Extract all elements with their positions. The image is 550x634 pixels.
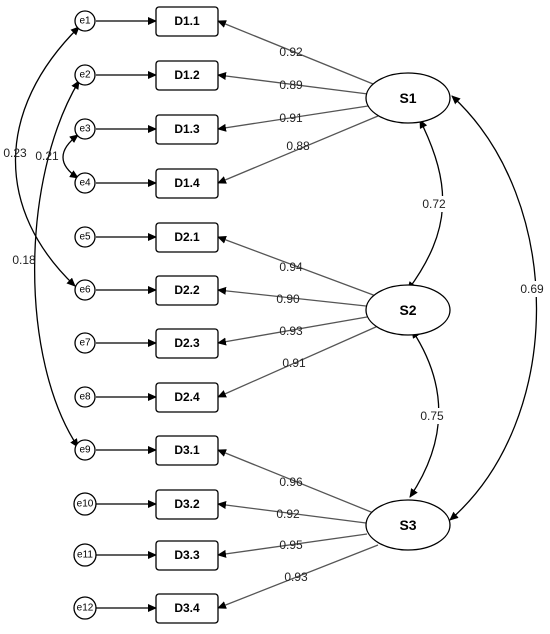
loading-label: 0.90 bbox=[276, 292, 300, 306]
correlation-label-s1-s3: 0.69 bbox=[520, 282, 544, 296]
loading-label: 0.91 bbox=[279, 111, 303, 125]
loading-label: 0.92 bbox=[279, 45, 303, 59]
correlation-label-s2-s3: 0.75 bbox=[420, 409, 444, 423]
indicator-label: D2.2 bbox=[174, 283, 200, 297]
indicator-label: D1.1 bbox=[174, 14, 200, 28]
loading-label: 0.96 bbox=[279, 475, 303, 489]
error-node-e9 bbox=[74, 439, 96, 461]
error-label: e2 bbox=[79, 70, 91, 81]
loading-labels: 0.92 0.89 0.91 0.88 0.94 0.90 0.93 0.91 … bbox=[276, 45, 310, 584]
error-nodes bbox=[73, 10, 97, 620]
error-node-e10 bbox=[73, 492, 97, 516]
error-node-e11 bbox=[73, 543, 97, 567]
factor-nodes bbox=[365, 72, 451, 551]
error-label: e10 bbox=[77, 499, 94, 510]
indicator-label: D3.4 bbox=[174, 601, 200, 615]
error-label: e12 bbox=[77, 603, 94, 614]
indicator-box-d2-4 bbox=[155, 382, 219, 413]
indicator-label: D1.2 bbox=[174, 68, 200, 82]
indicator-labels: D1.1 D1.2 D1.3 D1.4 D2.1 D2.2 D2.3 D2.4 … bbox=[174, 14, 200, 615]
error-arrows bbox=[96, 17, 157, 612]
indicator-box-d1-2 bbox=[155, 60, 219, 91]
factor-node-s1 bbox=[365, 72, 451, 124]
indicator-box-d3-4 bbox=[155, 593, 219, 624]
error-label: e8 bbox=[79, 392, 91, 403]
correlation-label-s1-s2: 0.72 bbox=[422, 197, 446, 211]
loading-label: 0.93 bbox=[279, 324, 303, 338]
error-node-e1 bbox=[74, 10, 96, 32]
error-label: e5 bbox=[79, 232, 91, 243]
covariance-label-e2-e9: 0.18 bbox=[12, 253, 36, 267]
indicator-box-d3-1 bbox=[155, 435, 219, 466]
covariance-label-e1-e6: 0.23 bbox=[3, 146, 27, 160]
factor-labels: S1 S2 S3 bbox=[399, 90, 416, 533]
error-node-e4 bbox=[74, 172, 96, 194]
indicator-label: D3.2 bbox=[174, 497, 200, 511]
loading-label: 0.94 bbox=[279, 260, 303, 274]
loading-label: 0.95 bbox=[279, 538, 303, 552]
indicator-box-d2-3 bbox=[155, 328, 219, 359]
indicator-box-d3-3 bbox=[155, 540, 219, 571]
error-node-e6 bbox=[74, 279, 96, 301]
loading-label: 0.88 bbox=[286, 139, 310, 153]
indicator-label: D1.4 bbox=[174, 176, 200, 190]
error-node-e2 bbox=[74, 64, 96, 86]
loading-label: 0.92 bbox=[276, 507, 300, 521]
factor-node-s2 bbox=[365, 284, 451, 336]
error-node-e3 bbox=[74, 118, 96, 140]
indicator-label: D1.3 bbox=[174, 122, 200, 136]
error-label: e7 bbox=[79, 338, 91, 349]
indicator-box-d2-1 bbox=[155, 222, 219, 253]
error-node-e7 bbox=[74, 332, 96, 354]
covariance-labels: 0.23 0.21 0.18 bbox=[3, 146, 59, 267]
indicator-boxes bbox=[155, 6, 219, 624]
indicator-box-d1-3 bbox=[155, 114, 219, 145]
covariance-label-e3-e4: 0.21 bbox=[35, 149, 59, 163]
error-label: e3 bbox=[79, 124, 91, 135]
factor-label: S2 bbox=[399, 302, 416, 318]
error-node-e5 bbox=[74, 226, 96, 248]
loading-label: 0.93 bbox=[284, 570, 308, 584]
indicator-box-d1-4 bbox=[155, 168, 219, 199]
error-label: e1 bbox=[79, 16, 91, 27]
error-covariance-arrows bbox=[14, 26, 80, 448]
indicator-label: D2.4 bbox=[174, 390, 200, 404]
factor-label: S3 bbox=[399, 517, 416, 533]
indicator-box-d1-1 bbox=[155, 6, 219, 37]
indicator-box-d3-2 bbox=[155, 489, 219, 520]
factor-label: S1 bbox=[399, 90, 416, 106]
error-label: e9 bbox=[79, 445, 91, 456]
factor-node-s3 bbox=[365, 499, 451, 551]
error-node-e8 bbox=[74, 386, 96, 408]
correlation-labels: 0.72 0.75 0.69 bbox=[418, 196, 546, 424]
error-node-e12 bbox=[73, 596, 97, 620]
loading-label: 0.89 bbox=[279, 78, 303, 92]
loading-arrows bbox=[217, 20, 379, 609]
error-label: e4 bbox=[79, 178, 91, 189]
indicator-box-d2-2 bbox=[155, 275, 219, 306]
indicator-label: D3.3 bbox=[174, 548, 200, 562]
error-label: e11 bbox=[77, 550, 93, 561]
error-labels: e1 e2 e3 e4 e5 e6 e7 e8 e9 e10 e11 e12 bbox=[77, 16, 94, 614]
indicator-label: D2.1 bbox=[174, 230, 200, 244]
indicator-label: D2.3 bbox=[174, 336, 200, 350]
error-label: e6 bbox=[79, 285, 91, 296]
loading-label: 0.91 bbox=[282, 356, 306, 370]
indicator-label: D3.1 bbox=[174, 443, 200, 457]
